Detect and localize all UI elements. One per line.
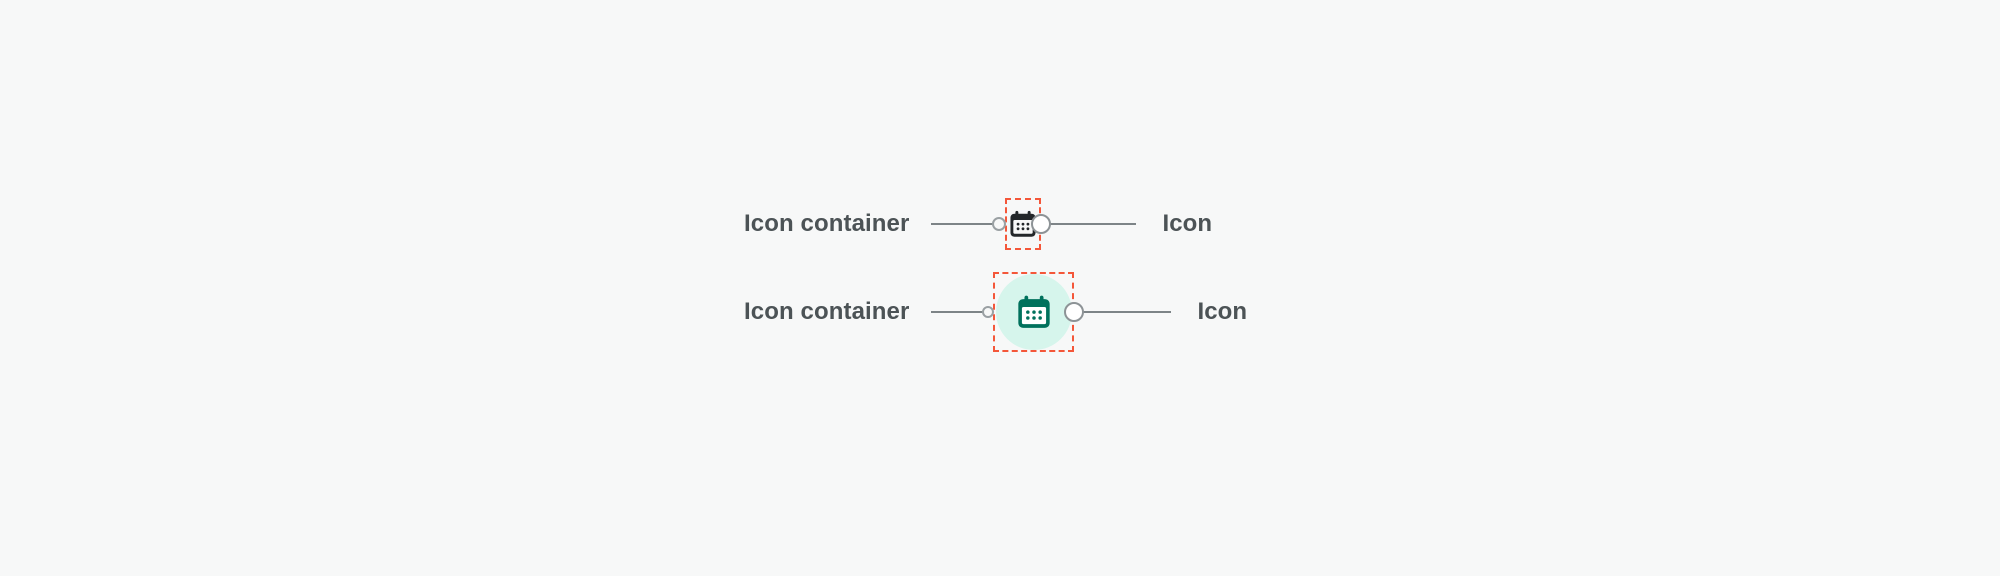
icon-container-label-left-2: Icon container <box>744 298 910 325</box>
leader-endpoint-ring-right-2 <box>1064 302 1085 322</box>
icon-container-label-left-1: Icon container <box>744 210 910 237</box>
annotation-row-1: Icon container Icon <box>744 172 1212 276</box>
leader-endpoint-ring-right-1 <box>1031 214 1052 234</box>
leader-line-left-1 <box>931 223 994 225</box>
leader-line-left-2 <box>931 311 984 313</box>
icon-label-right-1: Icon <box>1162 210 1213 237</box>
annotation-row-2: Icon container Icon <box>744 260 1247 364</box>
calendar-icon-2 <box>1018 295 1050 328</box>
leader-endpoint-ring-left-1 <box>992 217 1007 231</box>
leader-endpoint-ring-left-2 <box>982 306 995 318</box>
leader-line-right-2 <box>1083 311 1172 313</box>
calendar-icon-1 <box>1010 210 1036 237</box>
annotation-box-icon-container-2 <box>993 272 1075 352</box>
leader-line-right-1 <box>1050 223 1137 225</box>
icon-label-right-2: Icon <box>1197 298 1248 325</box>
